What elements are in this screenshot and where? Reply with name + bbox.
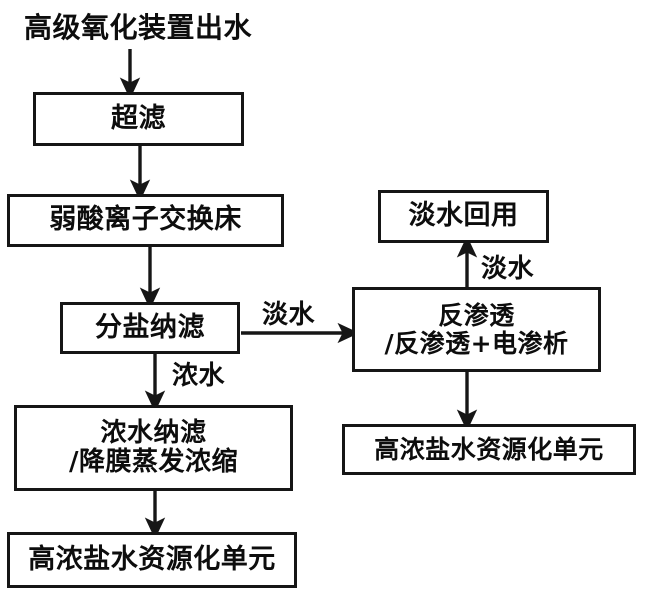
node-weak-acid-ion-exchange-bed: 弱酸离子交换床	[7, 194, 284, 247]
node-brine-nanofiltration-evaporation-label: 浓水纳滤 /降膜蒸发浓缩	[69, 417, 238, 477]
node-salt-separation-nanofiltration-label: 分盐纳滤	[95, 311, 205, 343]
node-reverse-osmosis-electrodialysis: 反渗透 /反渗透+电渗析	[352, 287, 601, 372]
node-brine-resource-unit-left: 高浓盐水资源化单元	[7, 532, 297, 588]
node-ultrafiltration: 超滤	[33, 92, 244, 146]
node-brine-nanofiltration-evaporation: 浓水纳滤 /降膜蒸发浓缩	[14, 405, 293, 491]
node-brine-resource-unit-right: 高浓盐水资源化单元	[342, 424, 636, 475]
edge-label-brine-to-nanofiltration: 浓水	[172, 361, 226, 391]
edge-label-freshwater-to-ro: 淡水	[262, 300, 316, 330]
node-freshwater-reuse: 淡水回用	[378, 190, 549, 243]
edge-label-freshwater-to-reuse: 淡水	[481, 254, 535, 284]
node-reverse-osmosis-electrodialysis-label: 反渗透 /反渗透+电渗析	[384, 300, 569, 358]
node-freshwater-reuse-label: 淡水回用	[408, 200, 519, 232]
inlet-label: 高级氧化装置出水	[24, 11, 253, 44]
node-ultrafiltration-label: 超滤	[111, 102, 166, 134]
node-weak-acid-ion-exchange-bed-label: 弱酸离子交换床	[49, 204, 242, 236]
node-brine-resource-unit-left-label: 高浓盐水资源化单元	[28, 543, 276, 575]
node-brine-resource-unit-right-label: 高浓盐水资源化单元	[374, 434, 604, 464]
node-salt-separation-nanofiltration: 分盐纳滤	[60, 302, 240, 354]
